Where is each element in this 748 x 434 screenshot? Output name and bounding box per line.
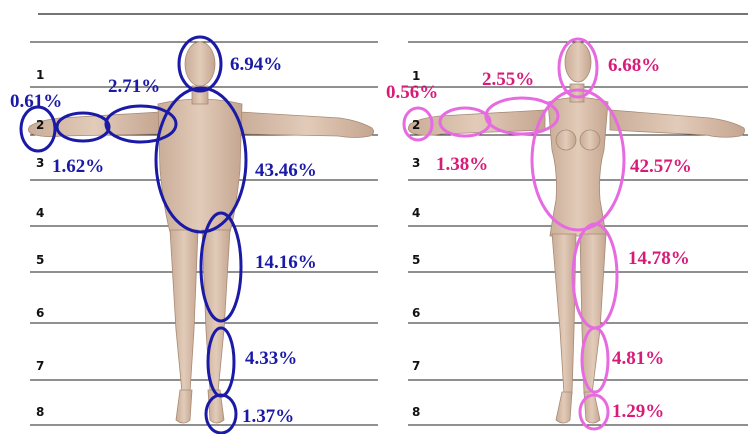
row-number: 5	[412, 253, 420, 267]
row-number: 8	[412, 405, 420, 419]
right-row-numbers: 1 2 3 4 5 6 7 8	[412, 69, 420, 419]
forearm-percentage: 1.62%	[52, 156, 104, 177]
right-panel: 1 2 3 4 5 6 7 8 6.68% 2.55% 0.56% 1.38% …	[386, 39, 748, 429]
thigh-percentage: 14.16%	[255, 252, 317, 273]
trunk-percentage: 43.46%	[255, 160, 317, 181]
row-number: 7	[36, 359, 44, 373]
row-number: 1	[36, 68, 44, 82]
foot-percentage: 1.29%	[612, 401, 664, 422]
upper-arm-percentage: 2.71%	[108, 76, 160, 97]
row-number: 8	[36, 405, 44, 419]
hand-percentage: 0.56%	[386, 82, 438, 103]
row-number: 1	[412, 69, 420, 83]
head-percentage: 6.68%	[608, 55, 660, 76]
row-number: 5	[36, 253, 44, 267]
row-number: 3	[412, 156, 420, 170]
row-number: 6	[36, 306, 44, 320]
left-panel: 1 2 3 4 5 6 7 8 6.94% 2.71% 0.61% 1.62%	[10, 37, 378, 433]
shank-percentage: 4.33%	[245, 348, 297, 369]
forearm-percentage: 1.38%	[436, 154, 488, 175]
foot-percentage: 1.37%	[242, 406, 294, 427]
shank-percentage: 4.81%	[612, 348, 664, 369]
row-number: 6	[412, 306, 420, 320]
row-number: 3	[36, 156, 44, 170]
row-number: 4	[412, 206, 420, 220]
trunk-percentage: 42.57%	[630, 156, 692, 177]
hand-percentage: 0.61%	[10, 91, 62, 112]
row-number: 7	[412, 359, 420, 373]
row-number: 2	[412, 118, 420, 132]
left-row-numbers: 1 2 3 4 5 6 7 8	[36, 68, 44, 419]
thigh-percentage: 14.78%	[628, 248, 690, 269]
row-number: 4	[36, 206, 44, 220]
row-number: 2	[36, 118, 44, 132]
female-body-icon	[408, 42, 744, 423]
upper-arm-percentage: 2.55%	[482, 69, 534, 90]
head-percentage: 6.94%	[230, 54, 282, 75]
